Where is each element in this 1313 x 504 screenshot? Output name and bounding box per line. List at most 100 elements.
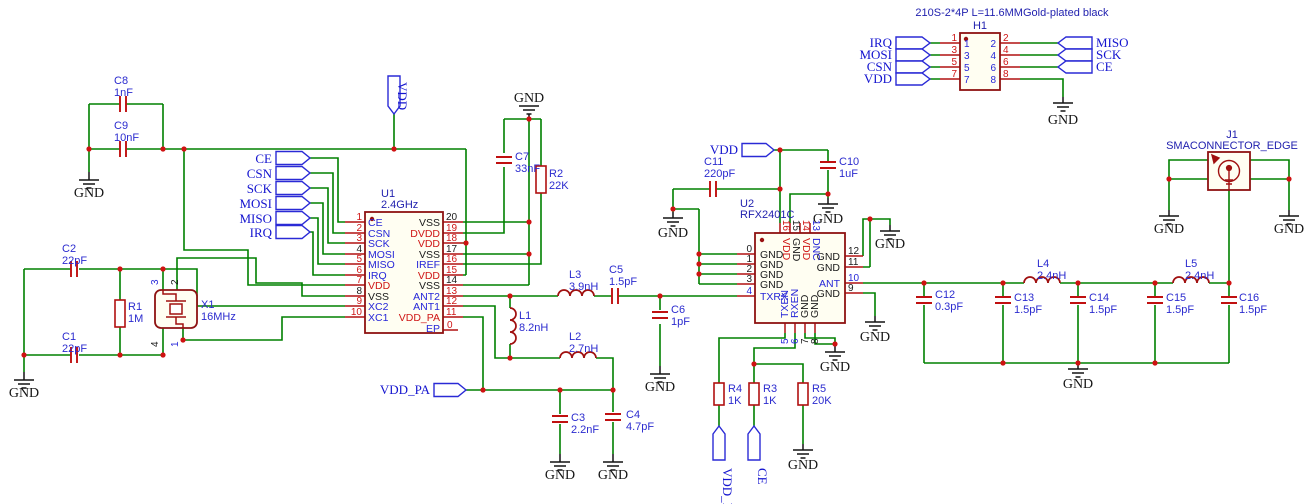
h1-flag-irq-shape[interactable] xyxy=(895,36,932,50)
h1-out-1: 1 xyxy=(951,33,957,44)
u1-pin-vss8: VSS xyxy=(368,291,389,303)
capacitors[interactable] xyxy=(70,96,1237,423)
u2-pin-txen: TXEN xyxy=(779,290,791,318)
header-h1[interactable] xyxy=(959,32,1001,91)
gnd-13: GND xyxy=(1063,377,1093,392)
flag-csn-shape[interactable] xyxy=(275,165,312,181)
c4-val: 4.7pF xyxy=(626,421,654,433)
flag-vddpa-up-shape[interactable] xyxy=(712,424,726,461)
c14-val: 1.5pF xyxy=(1089,304,1117,316)
h1-flag-ce-shape[interactable] xyxy=(1056,60,1093,74)
gnd-14: GND xyxy=(1154,222,1184,237)
c1-ref: C1 xyxy=(62,331,76,343)
h1-flag-ce: CE xyxy=(1096,59,1113,74)
l1-val: 8.2nH xyxy=(519,322,548,334)
u2-num-4: 4 xyxy=(746,286,752,297)
c13-val: 1.5pF xyxy=(1014,304,1042,316)
u1-num-15: 15 xyxy=(446,265,458,276)
u1-pin-vss17: VSS xyxy=(419,249,440,261)
u1-num-16: 16 xyxy=(446,254,458,265)
h1-flag-mosi-shape[interactable] xyxy=(895,48,932,62)
flag-miso-shape[interactable] xyxy=(275,210,312,226)
x1-num-1: 1 xyxy=(170,341,181,347)
inductors[interactable] xyxy=(509,276,1210,359)
u1-num-6: 6 xyxy=(356,265,362,276)
c12-ref: C12 xyxy=(935,289,955,301)
resistor-r1[interactable] xyxy=(114,299,126,328)
h1-in-5: 5 xyxy=(964,63,970,74)
gnd-8: GND xyxy=(813,212,843,227)
flag-vdd-top-shape[interactable] xyxy=(387,75,401,116)
c13-ref: C13 xyxy=(1014,292,1034,304)
chip-u1[interactable] xyxy=(364,211,444,334)
resistor-r5[interactable] xyxy=(797,382,809,406)
inductor-l4 xyxy=(1023,276,1061,284)
u2-num-12: 12 xyxy=(848,246,860,257)
flag-irq: IRQ xyxy=(250,225,273,240)
flag-vddpa-up: VDD_PA xyxy=(720,468,735,504)
r2-val: 22K xyxy=(549,180,569,192)
gnd-7: GND xyxy=(658,226,688,241)
c10-ref: C10 xyxy=(839,156,859,168)
h1-ref: H1 xyxy=(973,20,987,32)
h1-flag-sck: SCK xyxy=(1096,47,1122,62)
h1-out-6: 6 xyxy=(1003,57,1009,68)
flag-mosi-shape[interactable] xyxy=(275,195,312,211)
h1-flag-csn-shape[interactable] xyxy=(895,60,932,74)
u2-pin-dnc: DNC xyxy=(810,238,822,261)
h1-in-7: 7 xyxy=(964,75,970,86)
u1-pin-ep: EP xyxy=(426,323,440,335)
u2-pin-gnd0: GND xyxy=(760,249,784,261)
resistor-r4[interactable] xyxy=(713,382,725,406)
u2-pin-gnd7: GND xyxy=(799,294,811,318)
x1-num-4: 4 xyxy=(150,341,161,347)
u2-pin-gnd2: GND xyxy=(760,269,784,281)
u1-pin-dvdd: DVDD xyxy=(410,228,440,240)
wire-output-filter xyxy=(923,190,1230,364)
flag-vddpa-left-shape[interactable] xyxy=(433,382,468,398)
flag-vdd-u2-shape[interactable] xyxy=(741,142,776,158)
gnd-16: GND xyxy=(1048,113,1078,128)
c11-val: 220pF xyxy=(704,168,735,180)
wire-j1 xyxy=(1168,159,1290,210)
u1-num-10: 10 xyxy=(351,307,363,318)
u1-num-1: 1 xyxy=(356,212,362,223)
u2-num-6: 6 xyxy=(790,338,801,344)
u2-pin-ant: ANT xyxy=(819,278,841,290)
c15-val: 1.5pF xyxy=(1166,304,1194,316)
c8-val: 1nF xyxy=(114,87,133,99)
chip-u2[interactable] xyxy=(754,232,846,324)
resistor-r2[interactable] xyxy=(535,165,547,194)
u1-val: 2.4GHz xyxy=(381,199,418,211)
u1-pin-iref: IREF xyxy=(416,259,440,271)
r5-ref: R5 xyxy=(812,383,826,395)
l2-val: 2.7nH xyxy=(569,343,598,355)
u1-num-5: 5 xyxy=(356,254,362,265)
u1-pin-mosi: MOSI xyxy=(368,249,395,261)
h1-flag-vdd-shape[interactable] xyxy=(895,72,932,86)
l5-ref: L5 xyxy=(1185,258,1197,270)
resistor-r3[interactable] xyxy=(748,382,760,406)
c11-ref: C11 xyxy=(704,156,723,168)
flag-ce-up-shape[interactable] xyxy=(747,424,761,461)
wire-h1 xyxy=(930,42,1064,97)
u1-num-19: 19 xyxy=(446,223,458,234)
flag-irq-shape[interactable] xyxy=(275,224,312,240)
chip-bodies xyxy=(154,32,1251,334)
h1-out-5: 5 xyxy=(951,57,957,68)
u1-num-13: 13 xyxy=(446,286,458,297)
resistors[interactable] xyxy=(114,165,809,406)
flag-sck-shape[interactable] xyxy=(275,180,312,196)
flag-miso: MISO xyxy=(239,211,272,226)
u2-num-16: 16 xyxy=(780,220,791,232)
h1-flag-sck-shape[interactable] xyxy=(1056,48,1093,62)
u2-num-3: 3 xyxy=(746,274,752,285)
gnd-2: GND xyxy=(9,386,39,401)
ground-symbols xyxy=(14,97,1299,471)
r4-val: 1K xyxy=(728,395,742,407)
l4-ref: L4 xyxy=(1037,258,1049,270)
gnd-3: GND xyxy=(514,91,544,106)
flag-ce-shape[interactable] xyxy=(275,150,312,166)
h1-flag-miso-shape[interactable] xyxy=(1056,36,1093,50)
